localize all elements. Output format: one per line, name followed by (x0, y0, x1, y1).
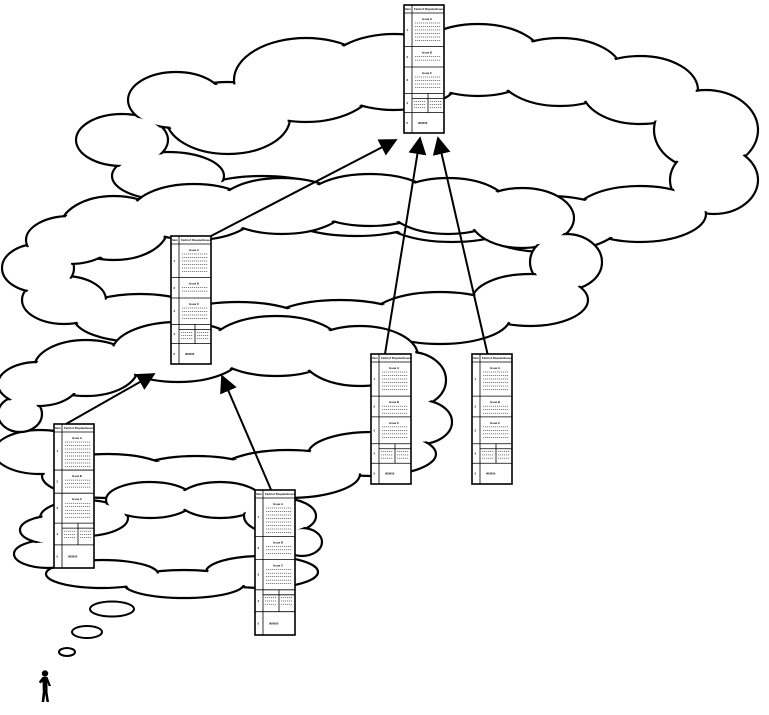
doc-row-code: 4 (57, 532, 59, 536)
doc-footer-label: 000000 (486, 472, 496, 476)
doc-row-code: 4 (174, 332, 176, 336)
doc-section-label: Issue A (389, 366, 399, 370)
thought-bubble-large (89, 600, 135, 618)
doc-footer-label: 000000 (185, 352, 195, 356)
doc-row-code: 1 (57, 449, 59, 453)
cloud-layer (0, 22, 760, 600)
doc-footer-label: 000000 (418, 121, 428, 125)
doc-row-code: 4 (374, 452, 376, 456)
doc-header-left: Item (372, 356, 378, 360)
doc-row-code: 4 (258, 599, 260, 603)
doc-row-code: 2 (258, 546, 260, 550)
doc-row-code: 1 (258, 515, 260, 519)
doc-section-label: Issue C (422, 71, 432, 75)
doc-section-label: Issue A (273, 502, 283, 506)
doc-section-label: Issue A (490, 366, 500, 370)
doc-header-right: Field of Dispute/Issues (181, 238, 212, 242)
doc-header-right: Field of Dispute/Issues (482, 356, 513, 360)
doc-row-code: 3 (174, 309, 176, 313)
doc-row-code: 1 (407, 28, 409, 32)
doc-row-code: 5 (57, 554, 59, 558)
doc-section-label: Issue B (273, 540, 283, 544)
arrow-doc-middle-left-to-doc-top-center (210, 139, 398, 237)
doc-row-code: 5 (374, 472, 376, 476)
doc-row-code: 2 (174, 286, 176, 290)
doc-row-code: 5 (258, 621, 260, 625)
doc-row-code: 2 (57, 480, 59, 484)
doc-row-code: 1 (475, 377, 477, 381)
arrow-doc-middle-right-a-to-doc-top-center (384, 136, 427, 355)
doc-row-code: 3 (258, 573, 260, 577)
doc-row-code: 3 (374, 428, 376, 432)
arrow-doc-bottom-left-to-doc-middle-left (65, 373, 156, 425)
doc-header-right: Field of Dispute/Issues (414, 7, 445, 11)
doc-row-code: 4 (407, 101, 409, 105)
doc-row-code: 2 (407, 55, 409, 59)
doc-row-code: 4 (475, 452, 477, 456)
doc-header-right: Field of Dispute/Issues (265, 492, 296, 496)
doc-section-label: Issue C (490, 421, 500, 425)
doc-row-code: 1 (374, 377, 376, 381)
doc-row-code: 5 (174, 352, 176, 356)
arrow-doc-bottom-center-to-doc-middle-left (220, 374, 273, 493)
thought-bubbles (58, 600, 135, 657)
doc-footer-label: 000000 (385, 472, 395, 476)
doc-section-label: Issue B (422, 51, 432, 55)
doc-header-left: Item (405, 7, 411, 11)
thought-bubble-medium (71, 625, 103, 639)
doc-section-label: Issue B (490, 400, 500, 404)
doc-row-code: 2 (475, 405, 477, 409)
doc-section-label: Issue A (189, 248, 199, 252)
doc-header-left: Item (256, 492, 262, 496)
doc-header-left: Item (172, 238, 178, 242)
arrow-layer (65, 136, 489, 493)
doc-section-label: Issue C (273, 564, 283, 568)
doc-section-label: Issue C (72, 497, 82, 501)
doc-row-code: 3 (57, 506, 59, 510)
person-icon (39, 670, 51, 702)
thought-bubble-small (58, 647, 76, 657)
doc-section-label: Issue C (189, 302, 199, 306)
doc-row-code: 1 (174, 259, 176, 263)
doc-header-right: Field of Dispute/Issues (381, 356, 412, 360)
doc-row-code: 5 (407, 121, 409, 125)
doc-section-label: Issue A (422, 17, 432, 21)
doc-footer-label: 000000 (269, 621, 279, 625)
doc-header-right: Field of Dispute/Issues (64, 426, 95, 430)
doc-row-code: 2 (374, 405, 376, 409)
doc-header-left: Item (55, 426, 61, 430)
doc-section-label: Issue B (189, 282, 199, 286)
doc-section-label: Issue B (72, 474, 82, 478)
doc-section-label: Issue A (72, 436, 82, 440)
doc-row-code: 3 (407, 78, 409, 82)
doc-header-left: Item (473, 356, 479, 360)
doc-section-label: Issue C (389, 421, 399, 425)
arrow-doc-middle-right-b-to-doc-top-center (432, 136, 489, 357)
doc-row-code: 5 (475, 472, 477, 476)
doc-row-code: 3 (475, 428, 477, 432)
doc-section-label: Issue B (389, 400, 399, 404)
doc-footer-label: 000000 (68, 554, 78, 558)
